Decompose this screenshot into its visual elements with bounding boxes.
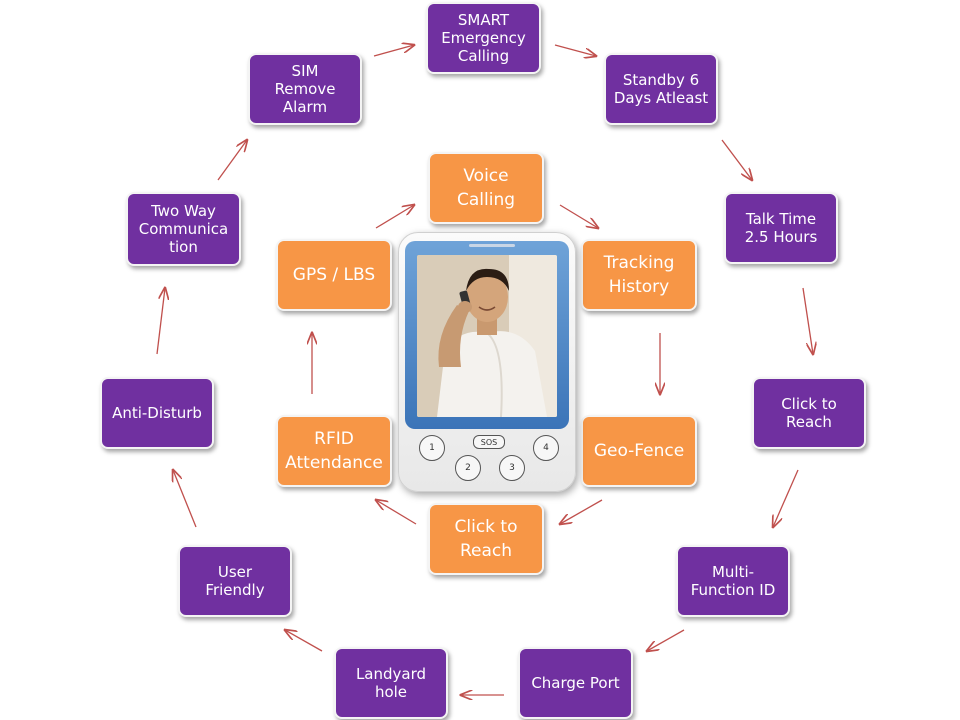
arrow-outer-2: [721, 139, 752, 180]
inner-node-gps-lbs: GPS / LBS: [276, 239, 392, 311]
man-on-phone-illustration: [417, 255, 557, 417]
arrow-outer-5: [647, 629, 685, 651]
arrow-outer-11: [373, 45, 414, 57]
outer-node-smart-emergency-calling: SMART Emergency Calling: [426, 2, 541, 74]
outer-node-sim-remove-alarm: SIM Remove Alarm: [248, 53, 362, 125]
arrow-inner-6: [375, 205, 414, 229]
outer-node-standby: Standby 6 Days Atleast: [604, 53, 718, 125]
key-1: 1: [419, 435, 445, 461]
outer-node-two-way-communication: Two Way Communica tion: [126, 192, 241, 266]
inner-node-rfid-attendance: RFID Attendance: [276, 415, 392, 487]
inner-node-voice-calling: Voice Calling: [428, 152, 544, 224]
phone-device-image: SOS 1 2 3 4: [398, 232, 576, 492]
inner-node-geo-fence: Geo-Fence: [581, 415, 697, 487]
key-4: 4: [533, 435, 559, 461]
phone-keypad: SOS 1 2 3 4: [399, 429, 575, 491]
inner-node-tracking-history: Tracking History: [581, 239, 697, 311]
phone-speaker: [469, 244, 515, 247]
arrow-outer-7: [285, 630, 323, 652]
outer-node-anti-disturb: Anti-Disturb: [100, 377, 214, 449]
phone-screen-photo: [417, 255, 557, 417]
arrow-outer-8: [173, 470, 197, 528]
arrow-outer-4: [773, 469, 799, 527]
outer-node-user-friendly: User Friendly: [178, 545, 292, 617]
outer-node-charge-port: Charge Port: [518, 647, 633, 719]
arrow-inner-1: [559, 204, 598, 228]
sos-key: SOS: [473, 435, 505, 449]
arrow-outer-1: [554, 44, 596, 56]
key-3: 3: [499, 455, 525, 481]
phone-screen-bezel: [405, 241, 569, 429]
outer-node-multi-function-id: Multi- Function ID: [676, 545, 790, 617]
arrow-outer-3: [802, 287, 813, 354]
arrow-outer-9: [156, 288, 165, 355]
arrow-inner-4: [376, 500, 417, 525]
outer-node-click-to-reach: Click to Reach: [752, 377, 866, 449]
outer-node-talk-time: Talk Time 2.5 Hours: [724, 192, 838, 264]
inner-node-click-to-reach: Click to Reach: [428, 503, 544, 575]
outer-node-landyard-hole: Landyard hole: [334, 647, 448, 719]
arrow-inner-3: [560, 499, 603, 524]
arrow-outer-10: [217, 140, 247, 181]
key-2: 2: [455, 455, 481, 481]
